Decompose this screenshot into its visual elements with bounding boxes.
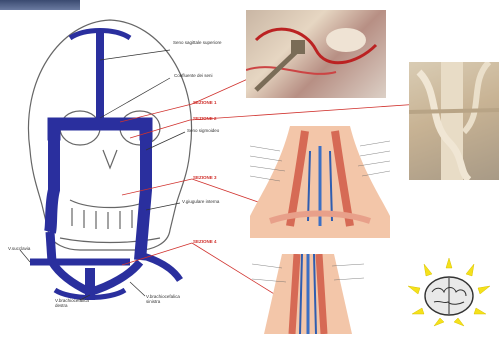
brain-lightbulb-icon [404, 256, 494, 334]
label-v-brachio-sx: V.brachiocefalica sinistra [146, 294, 190, 304]
neck-anatomy-illustration [250, 126, 390, 238]
label-sezione-1: SEZIONE 1 [193, 100, 217, 105]
label-v-brachio-dx: V.brachiocefalica destra [55, 298, 95, 308]
vein-system [30, 30, 180, 300]
label-sezione-4: SEZIONE 4 [193, 239, 217, 244]
label-seno-sigmoideo: Seno sigmoideo [187, 128, 219, 133]
label-sezione-3: SEZIONE 3 [193, 175, 217, 180]
neck-anatomy-illustration-bottom [252, 254, 364, 334]
label-sezione-2: SEZIONE 2 [193, 116, 217, 121]
label-v-giugulare: V.giugulare interna [182, 199, 219, 204]
label-seno-sagittale: Seno sagittale superiore [173, 40, 223, 45]
label-confluente: Confluente dei seni [174, 73, 213, 78]
label-v-succlavia: V.succlavia [8, 246, 30, 251]
dissection-photo-top [246, 10, 386, 98]
dissection-photo-right [409, 62, 499, 180]
